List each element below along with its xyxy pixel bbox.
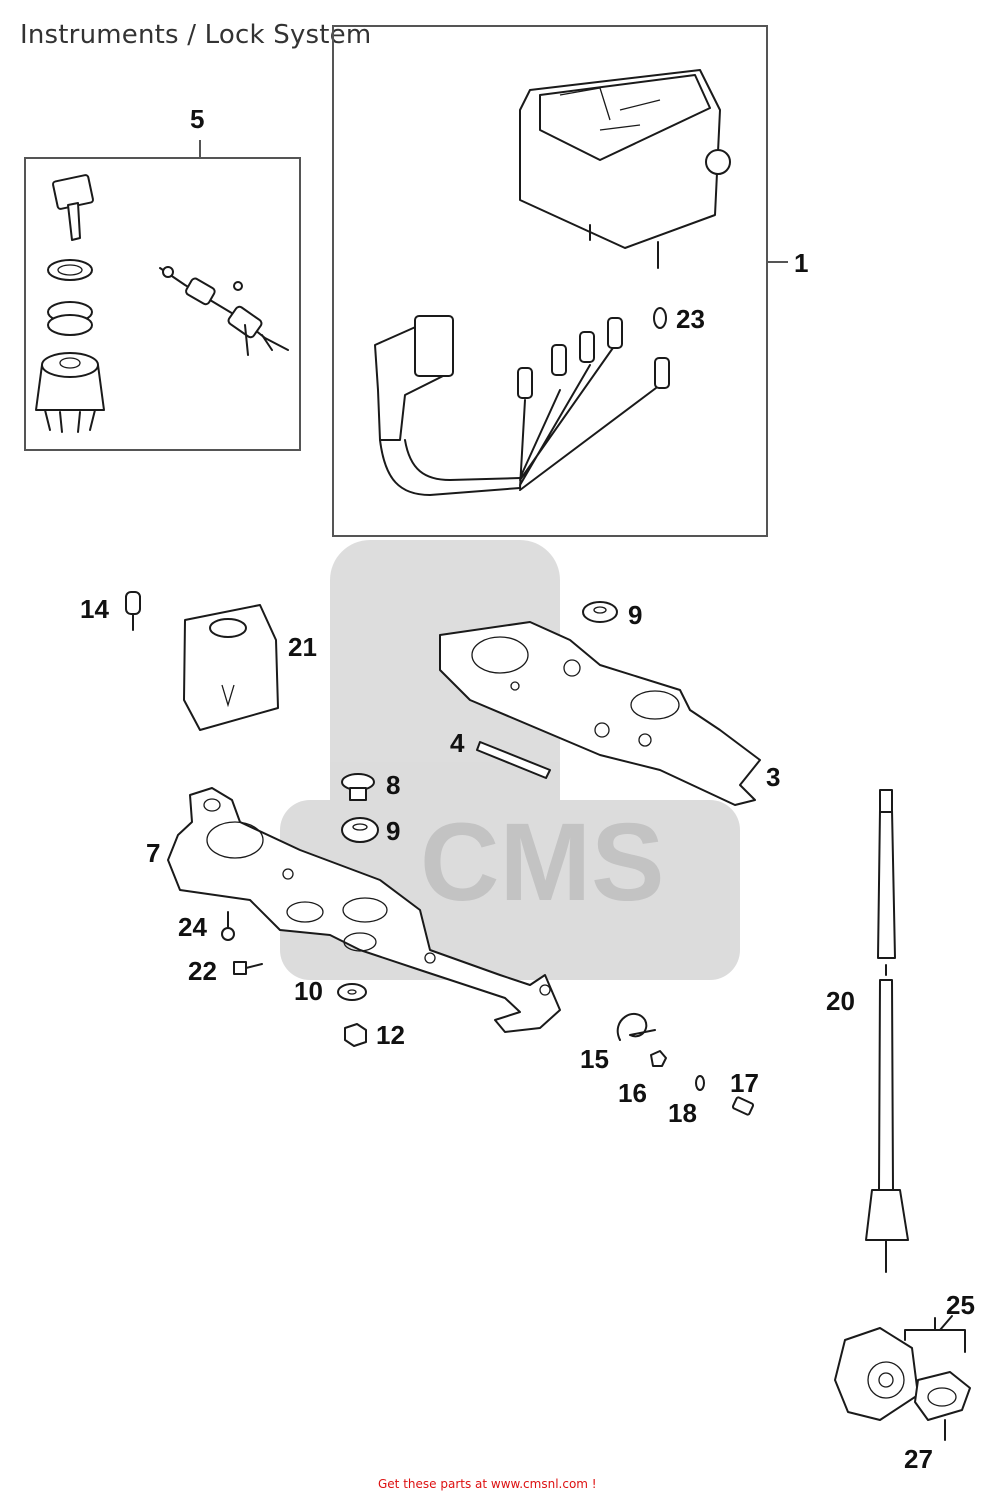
page-title: Instruments / Lock System — [20, 20, 372, 50]
callout-7: 7 — [146, 838, 160, 868]
callout-8: 8 — [386, 770, 400, 800]
instrument-cluster-icon[interactable] — [519, 69, 731, 269]
bolt-icon[interactable] — [233, 961, 263, 975]
bulb-icon[interactable] — [653, 307, 667, 329]
wiring-harness-icon[interactable] — [374, 315, 670, 496]
washer-icon[interactable] — [337, 983, 367, 1001]
screw-icon[interactable] — [221, 911, 235, 941]
indicator-bulb-icon[interactable] — [125, 591, 141, 631]
callout-25: 25 — [946, 1290, 975, 1320]
indicator-housing-icon[interactable] — [183, 604, 279, 731]
instrument-box — [332, 25, 788, 537]
lock-cylinder-icon[interactable] — [35, 259, 105, 433]
callout-27: 27 — [904, 1444, 933, 1474]
callout-17: 17 — [730, 1068, 759, 1098]
callout-14: 14 — [80, 594, 109, 624]
callout-1: 1 — [794, 248, 808, 278]
instrument-bracket-icon[interactable] — [167, 787, 561, 1033]
spring-clip-icon[interactable] — [616, 1013, 656, 1041]
nut-icon[interactable] — [344, 1023, 367, 1047]
callout-10: 10 — [294, 976, 323, 1006]
small-nut-icon[interactable] — [650, 1050, 667, 1067]
lower-grommet-icon[interactable] — [341, 817, 379, 843]
callout-22: 22 — [188, 956, 217, 986]
callout-12: 12 — [376, 1020, 405, 1050]
small-washer-icon[interactable] — [695, 1075, 705, 1091]
callout-21: 21 — [288, 632, 317, 662]
callout-4: 4 — [450, 728, 465, 758]
footer-parts-link[interactable]: Get these parts at www.cmsnl.com ! — [378, 1477, 597, 1491]
callout-16: 16 — [618, 1078, 647, 1108]
callout-24: 24 — [178, 912, 207, 942]
lock-switch-icon[interactable] — [159, 266, 289, 356]
speedometer-cable-icon[interactable] — [865, 789, 909, 1273]
rubber-grommet-icon[interactable] — [582, 601, 618, 623]
bushing-icon[interactable] — [341, 773, 375, 801]
callout-23: 23 — [676, 304, 705, 334]
callout-20: 20 — [826, 986, 855, 1016]
cover-plate-icon[interactable] — [439, 621, 761, 806]
lock-set-box — [24, 140, 301, 451]
callout-15: 15 — [580, 1044, 609, 1074]
small-screw-icon[interactable] — [731, 1096, 755, 1116]
callout-5: 5 — [190, 104, 204, 134]
rod-icon[interactable] — [476, 741, 551, 779]
ignition-key-icon[interactable] — [52, 174, 94, 241]
callout-18: 18 — [668, 1098, 697, 1128]
callout-9-top: 9 — [628, 600, 642, 630]
callout-9-lower: 9 — [386, 816, 400, 846]
speedometer-drive-icon[interactable] — [834, 1317, 971, 1441]
callout-3: 3 — [766, 762, 780, 792]
watermark-text: CMS — [420, 801, 664, 924]
